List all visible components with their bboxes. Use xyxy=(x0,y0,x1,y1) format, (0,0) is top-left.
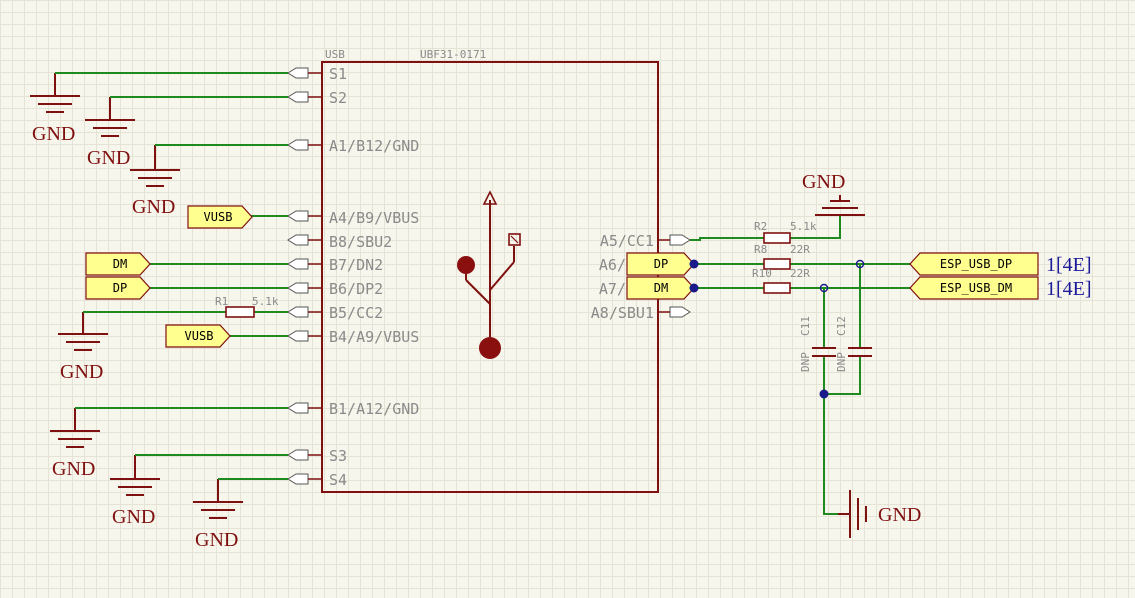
pin-b6[interactable] xyxy=(287,282,309,294)
pin-b4[interactable] xyxy=(287,330,309,342)
resistor-r1[interactable]: R1 5.1k xyxy=(215,295,279,318)
gnd-label-s2: GND xyxy=(87,147,130,169)
pin-b5-label: B5/CC2 xyxy=(329,304,383,322)
pin-b1-label: B1/A12/GND xyxy=(329,400,419,418)
pin-b7[interactable] xyxy=(287,258,309,270)
pin-a4[interactable] xyxy=(287,210,309,222)
vusb-port-bottom[interactable]: VUSB xyxy=(165,324,231,348)
vusb-port-bottom-label: VUSB xyxy=(185,329,214,343)
left-pin-labels: S1 S2 A1/B12/GND A4/B9/VBUS B8/SBU2 B7/D… xyxy=(329,65,419,489)
right-pin-labels: A5/CC1 A6/ A7/ A8/SBU1 xyxy=(591,232,654,322)
pin-a4-label: A4/B9/VBUS xyxy=(329,209,419,227)
pin-a5[interactable] xyxy=(669,234,691,246)
vusb-port-top[interactable]: VUSB xyxy=(187,205,253,229)
pin-s1-label: S1 xyxy=(329,65,347,83)
esp-usb-dm-label: ESP_USB_DM xyxy=(940,281,1012,295)
pin-b8[interactable] xyxy=(287,234,309,246)
resistor-r10[interactable]: R10 22R xyxy=(752,267,810,294)
pin-b8-label: B8/SBU2 xyxy=(329,233,392,251)
esp-usb-dm-xref[interactable]: 1[4E] xyxy=(1046,278,1092,300)
pin-b6-label: B6/DP2 xyxy=(329,280,383,298)
esp-usb-dp-port[interactable]: ESP_USB_DP xyxy=(909,252,1039,276)
esp-usb-dm-port[interactable]: ESP_USB_DM xyxy=(909,276,1039,300)
pin-a8-label: A8/SBU1 xyxy=(591,304,654,322)
dp-port-left[interactable]: DP xyxy=(85,276,151,300)
r1-value: 5.1k xyxy=(252,295,279,308)
pin-b1[interactable] xyxy=(287,402,309,414)
resistor-r2[interactable]: R2 5.1k xyxy=(754,220,817,244)
pin-s2[interactable] xyxy=(287,91,309,103)
dm-port-right-label: DM xyxy=(654,281,668,295)
dp-port-left-label: DP xyxy=(113,281,127,295)
junctions xyxy=(689,259,865,399)
left-pin-stubs xyxy=(287,67,322,485)
gnd-label-caps: GND xyxy=(878,504,921,526)
r10-ref: R10 xyxy=(752,267,772,280)
dp-port-right-label: DP xyxy=(654,257,668,271)
pin-s2-label: S2 xyxy=(329,89,347,107)
right-pin-stubs xyxy=(658,234,691,318)
component-part-number: UBF31-0171 xyxy=(420,48,486,61)
pin-a1[interactable] xyxy=(287,139,309,151)
esp-usb-dp-xref[interactable]: 1[4E] xyxy=(1046,254,1092,276)
gnd-label-b1: GND xyxy=(52,458,95,480)
pin-s4[interactable] xyxy=(287,473,309,485)
esp-usb-dp-label: ESP_USB_DP xyxy=(940,257,1012,271)
capacitor-c11[interactable]: C11 DNP xyxy=(799,316,836,372)
gnd-label-b5: GND xyxy=(60,361,103,383)
c11-ref: C11 xyxy=(799,316,812,336)
gnd-symbols-left: GND GND GND GND xyxy=(30,73,243,551)
pin-s1[interactable] xyxy=(287,67,309,79)
gnd-label-r2: GND xyxy=(802,171,845,193)
dm-port-right[interactable]: DM xyxy=(626,276,695,300)
pin-a5-label: A5/CC1 xyxy=(600,232,654,250)
c12-ref: C12 xyxy=(835,316,848,336)
pin-a1-label: A1/B12/GND xyxy=(329,137,419,155)
dm-port-left[interactable]: DM xyxy=(85,252,151,276)
r1-ref: R1 xyxy=(215,295,228,308)
gnd-label-a1: GND xyxy=(132,196,175,218)
c12-value: DNP xyxy=(835,352,848,372)
left-wires xyxy=(55,72,288,480)
r10-value: 22R xyxy=(790,267,810,280)
dm-port-left-label: DM xyxy=(113,257,127,271)
gnd-symbol-r2: GND xyxy=(802,171,865,216)
dp-port-right[interactable]: DP xyxy=(626,252,695,276)
vusb-port-top-label: VUSB xyxy=(204,210,233,224)
c11-value: DNP xyxy=(799,352,812,372)
pin-s3[interactable] xyxy=(287,449,309,461)
pin-a8[interactable] xyxy=(669,306,691,318)
gnd-label-s1: GND xyxy=(32,123,75,145)
r2-ref: R2 xyxy=(754,220,767,233)
resistor-r8[interactable]: R8 22R xyxy=(754,243,810,270)
r8-ref: R8 xyxy=(754,243,767,256)
gnd-label-s4: GND xyxy=(195,529,238,551)
pin-a7-label: A7/ xyxy=(599,280,626,298)
r2-value: 5.1k xyxy=(790,220,817,233)
usb-logo-icon xyxy=(457,190,521,359)
component-designator: USB xyxy=(325,48,345,61)
pin-s4-label: S4 xyxy=(329,471,347,489)
pin-a6-label: A6/ xyxy=(599,256,626,274)
r8-value: 22R xyxy=(790,243,810,256)
pin-b4-label: B4/A9/VBUS xyxy=(329,328,419,346)
right-wires xyxy=(690,215,910,515)
gnd-symbol-caps: GND xyxy=(838,490,921,538)
pin-b7-label: B7/DN2 xyxy=(329,256,383,274)
capacitor-c12[interactable]: C12 DNP xyxy=(835,316,872,372)
pin-s3-label: S3 xyxy=(329,447,347,465)
gnd-label-s3: GND xyxy=(112,506,155,528)
pin-b5[interactable] xyxy=(287,306,309,318)
